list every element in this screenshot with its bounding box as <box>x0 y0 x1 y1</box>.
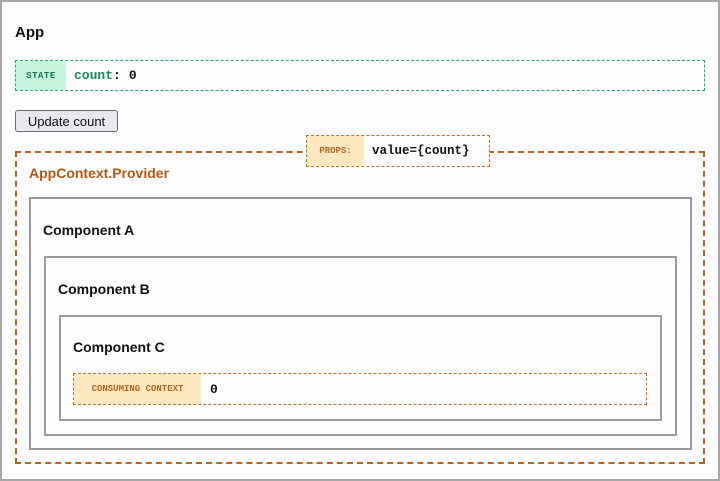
consuming-context-value: 0 <box>210 381 218 397</box>
component-c <box>59 315 662 421</box>
component-b <box>44 256 677 436</box>
state-value: 0 <box>128 68 137 83</box>
state-key: count <box>74 68 114 83</box>
provider-title: AppContext.Provider <box>29 165 170 181</box>
component-c-title: Component C <box>73 339 165 355</box>
app-title: App <box>15 24 45 41</box>
update-count-button[interactable]: Update count <box>15 110 118 132</box>
component-a <box>29 197 692 450</box>
consuming-context-panel: CONSUMING CONTEXT 0 <box>73 373 647 405</box>
consuming-context-tag: CONSUMING CONTEXT <box>74 374 201 404</box>
component-b-title: Component B <box>58 281 150 297</box>
props-tag: PROPS: <box>307 136 364 166</box>
component-a-title: Component A <box>43 222 135 238</box>
state-panel: STATE count:0 <box>15 60 705 91</box>
state-content: count:0 <box>66 61 137 90</box>
state-separator: : <box>113 68 121 83</box>
provider-props: PROPS: value={count} <box>306 135 490 167</box>
props-value: value={count} <box>372 144 470 158</box>
state-tag: STATE <box>16 61 66 90</box>
